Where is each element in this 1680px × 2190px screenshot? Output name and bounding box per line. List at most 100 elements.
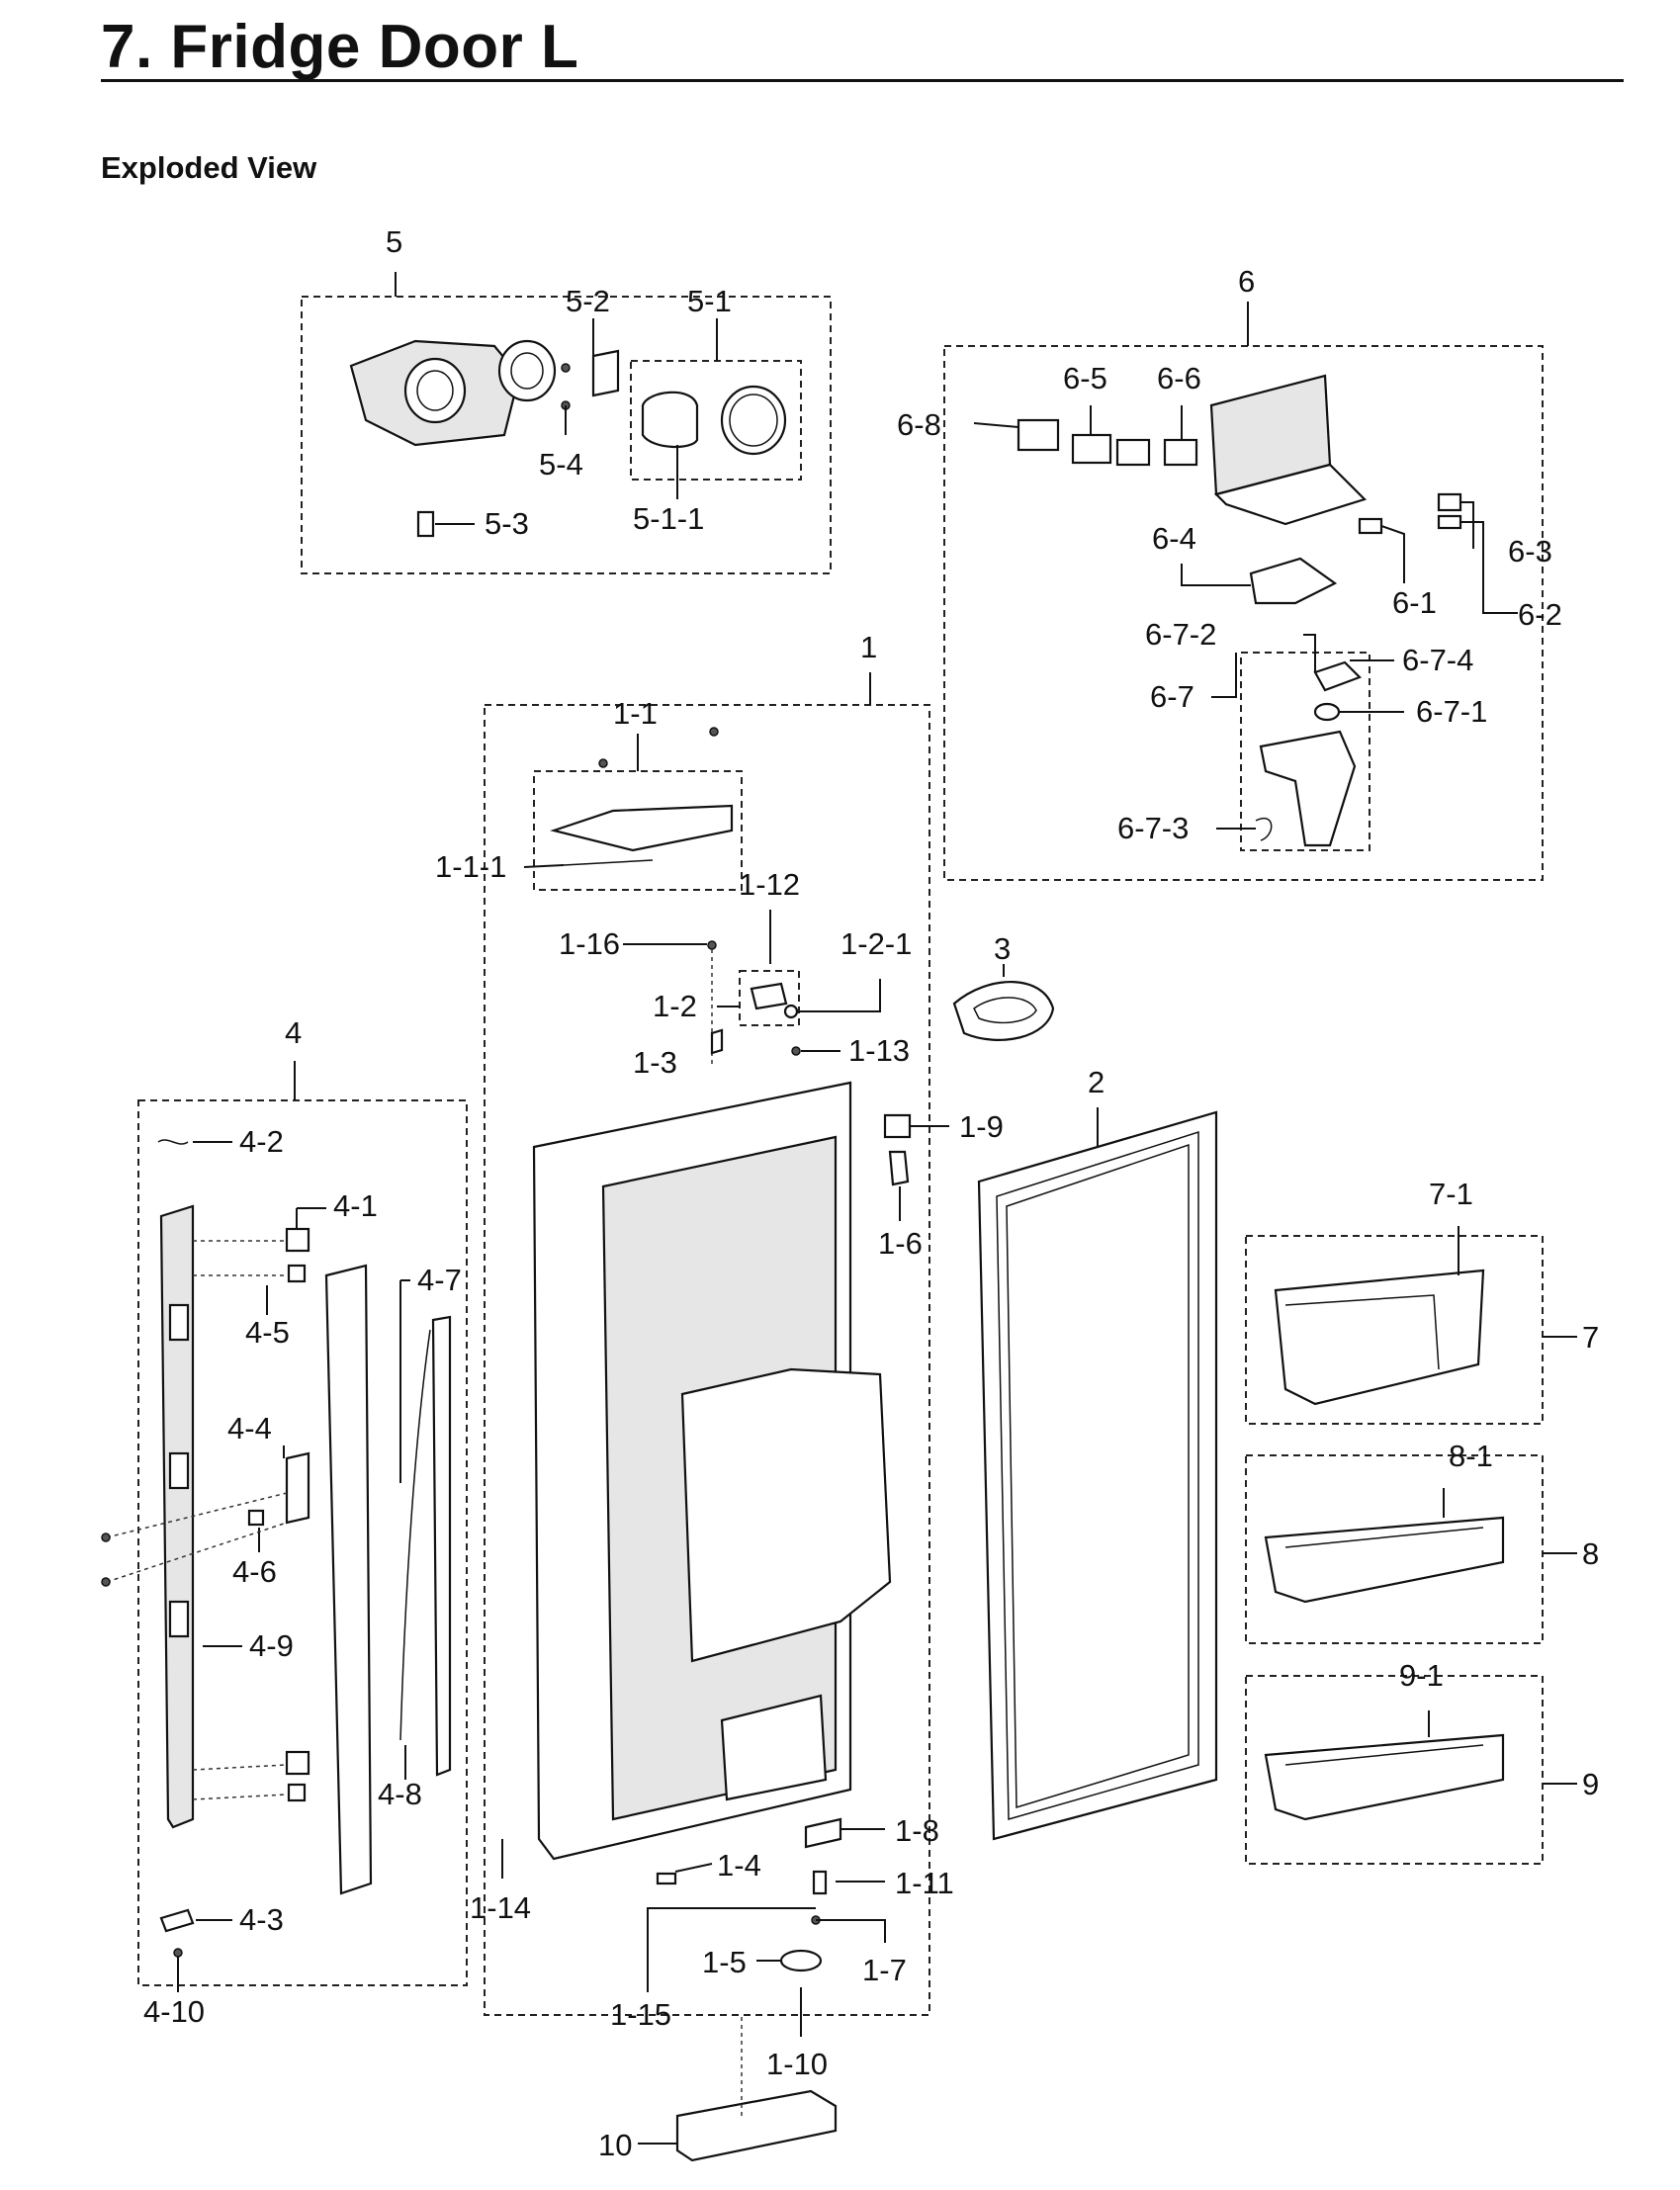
bin-8-1 bbox=[1264, 1516, 1505, 1604]
label-6-8: 6-8 bbox=[897, 407, 941, 442]
label-4-10: 4-10 bbox=[143, 1994, 205, 2029]
group-6-frame bbox=[943, 345, 1544, 881]
label-6-7: 6-7 bbox=[1150, 679, 1194, 714]
label-5-2: 5-2 bbox=[566, 284, 610, 318]
label-6-7-2: 6-7-2 bbox=[1145, 617, 1216, 652]
label-1-9: 1-9 bbox=[959, 1109, 1004, 1144]
label-6: 6 bbox=[1238, 264, 1255, 299]
group-1-2-frame bbox=[739, 970, 800, 1026]
part-1-3 bbox=[710, 1028, 724, 1055]
label-1-10: 1-10 bbox=[766, 2047, 828, 2081]
label-1-1: 1-1 bbox=[613, 696, 658, 731]
group-4-assembly bbox=[101, 1061, 468, 1992]
label-1-6: 1-6 bbox=[878, 1226, 923, 1261]
label-1-14: 1-14 bbox=[470, 1890, 531, 1925]
group-5-assembly bbox=[301, 272, 832, 574]
label-4-2: 4-2 bbox=[239, 1124, 284, 1159]
label-4-1: 4-1 bbox=[333, 1188, 378, 1223]
page-title: 7. Fridge Door L bbox=[101, 13, 579, 81]
title-underline bbox=[101, 79, 1624, 82]
label-1-2: 1-2 bbox=[653, 989, 697, 1023]
label-1-12: 1-12 bbox=[739, 867, 800, 902]
label-1-2-1: 1-2-1 bbox=[840, 926, 912, 961]
part-1-8 bbox=[804, 1817, 842, 1849]
label-4-7: 4-7 bbox=[417, 1263, 462, 1297]
label-5-3: 5-3 bbox=[485, 506, 529, 541]
label-5: 5 bbox=[386, 224, 402, 259]
part-4-4 bbox=[285, 1451, 310, 1525]
part-4-6 bbox=[247, 1509, 265, 1527]
group-8-bin bbox=[1245, 1454, 1577, 1644]
part-1-1-1 bbox=[563, 859, 654, 866]
part-4-1 bbox=[285, 1227, 310, 1253]
label-3: 3 bbox=[994, 931, 1011, 966]
group-8-frame bbox=[1245, 1454, 1544, 1644]
group-9-frame bbox=[1245, 1675, 1544, 1865]
label-9: 9 bbox=[1582, 1767, 1599, 1801]
part-10-bottom-trim bbox=[675, 2089, 838, 2162]
label-1-11: 1-11 bbox=[895, 1866, 954, 1900]
part-4-1-lower bbox=[285, 1750, 310, 1776]
label-7-1: 7-1 bbox=[1429, 1177, 1473, 1211]
group-6-7-frame bbox=[1240, 652, 1371, 851]
label-8-1: 8-1 bbox=[1449, 1439, 1493, 1473]
part-4-3 bbox=[159, 1908, 195, 1933]
label-1-5: 1-5 bbox=[702, 1945, 747, 1979]
part-6-2 bbox=[1437, 514, 1462, 530]
label-4-6: 4-6 bbox=[232, 1554, 277, 1589]
label-6-7-4: 6-7-4 bbox=[1402, 643, 1473, 677]
label-4-8: 4-8 bbox=[378, 1777, 422, 1811]
label-5-1: 5-1 bbox=[687, 284, 732, 318]
label-6-2: 6-2 bbox=[1518, 597, 1562, 632]
part-1-9 bbox=[883, 1113, 912, 1139]
group-1-1-frame bbox=[533, 770, 743, 891]
group-6-assembly bbox=[943, 302, 1544, 881]
part-6-7-2 bbox=[1313, 660, 1362, 692]
part-1-2-1 bbox=[783, 1004, 799, 1019]
part-1-6 bbox=[888, 1150, 910, 1186]
door-bottom-pocket bbox=[720, 1694, 828, 1801]
part-1-5 bbox=[779, 1949, 823, 1972]
label-7: 7 bbox=[1582, 1320, 1599, 1355]
part-1-11a bbox=[812, 1870, 828, 1895]
group-7-bin bbox=[1245, 1226, 1577, 1425]
part-4-9-rail bbox=[159, 1204, 195, 1829]
part-1-4 bbox=[656, 1872, 677, 1885]
label-4-5: 4-5 bbox=[245, 1315, 290, 1350]
part-4-7 bbox=[431, 1315, 452, 1777]
label-10: 10 bbox=[598, 2128, 632, 2162]
label-6-1: 6-1 bbox=[1392, 585, 1437, 620]
gear-ring bbox=[497, 339, 557, 402]
label-1-15: 1-15 bbox=[610, 1997, 671, 2032]
part-labels: 5 5-2 5-1 5-4 5-3 5-1-1 6 6-5 6-6 6-8 6-… bbox=[143, 224, 1599, 2162]
part-6-3 bbox=[1437, 492, 1462, 512]
group-5-frame bbox=[301, 296, 832, 574]
label-6-6: 6-6 bbox=[1157, 361, 1201, 395]
label-4: 4 bbox=[285, 1015, 302, 1050]
part-6-8 bbox=[1017, 418, 1060, 452]
part-3-gasket bbox=[952, 964, 1055, 1041]
part-4-2 bbox=[157, 1139, 189, 1145]
part-6-5 bbox=[1071, 433, 1112, 465]
label-9-1: 9-1 bbox=[1399, 1658, 1444, 1693]
label-1-3: 1-3 bbox=[633, 1045, 677, 1080]
label-5-4: 5-4 bbox=[539, 447, 583, 482]
label-6-5: 6-5 bbox=[1063, 361, 1107, 395]
part-4-8 bbox=[399, 1329, 431, 1741]
label-6-4: 6-4 bbox=[1152, 521, 1196, 556]
group-4-frame bbox=[137, 1099, 468, 1986]
label-4-3: 4-3 bbox=[239, 1902, 284, 1937]
part-6-7-funnel bbox=[1259, 730, 1357, 847]
part-6-6b bbox=[1163, 438, 1198, 467]
housing-opening bbox=[403, 357, 467, 424]
label-6-3: 6-3 bbox=[1508, 534, 1552, 569]
group-1-assembly bbox=[484, 672, 949, 2162]
group-9-bin bbox=[1245, 1675, 1577, 1865]
panel-6-base bbox=[1213, 463, 1368, 526]
label-1-1-1: 1-1-1 bbox=[435, 849, 506, 884]
part-4-cover bbox=[324, 1264, 373, 1895]
section-subtitle: Exploded View bbox=[101, 150, 317, 185]
door-dispenser-housing bbox=[680, 1367, 892, 1663]
label-1-4: 1-4 bbox=[717, 1848, 761, 1883]
